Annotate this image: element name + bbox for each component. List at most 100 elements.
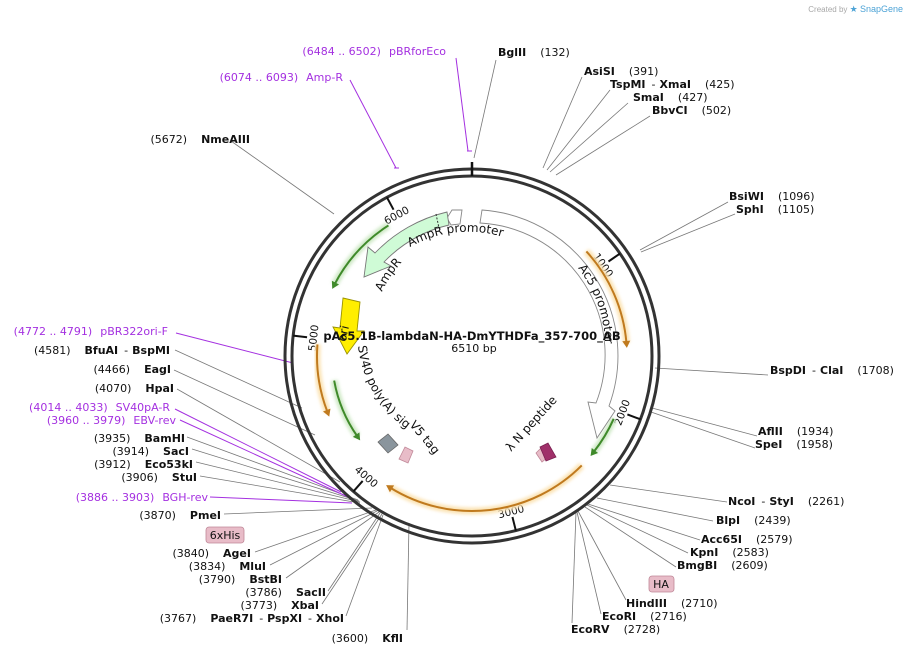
enzyme-xhoi[interactable]: XhoI bbox=[316, 612, 344, 625]
svg-text:(3912)Eco53kI: (3912)Eco53kI bbox=[94, 458, 193, 471]
enzyme-xmai[interactable]: XmaI bbox=[660, 78, 691, 91]
enzyme-sacii[interactable]: SacII bbox=[296, 586, 326, 599]
primer-bgh-rev[interactable]: (3886 .. 3903)BGH-rev bbox=[76, 491, 209, 504]
enzyme-aflii[interactable]: AflII bbox=[758, 425, 783, 438]
orf-lower bbox=[386, 462, 585, 515]
enzyme-kpni[interactable]: KpnI bbox=[690, 546, 718, 559]
enzyme-eagi[interactable]: EagI bbox=[144, 363, 171, 376]
enzyme-nmeaiii[interactable]: NmeAIII bbox=[201, 133, 250, 146]
primer-sv40pa-r[interactable]: (4014 .. 4033)SV40pA-R bbox=[29, 401, 170, 414]
ha-tag-badge[interactable]: HA bbox=[648, 575, 675, 593]
svg-text:(3906)StuI: (3906)StuI bbox=[121, 471, 197, 484]
enzyme-spei[interactable]: SpeI bbox=[755, 438, 782, 451]
green-top bbox=[331, 222, 391, 289]
ruler-tick bbox=[607, 252, 621, 263]
svg-text:(3870)PmeI: (3870)PmeI bbox=[139, 509, 221, 522]
ruler-tick bbox=[511, 516, 517, 531]
svg-text:SpeI(1958): SpeI(1958) bbox=[755, 438, 833, 451]
svg-text:(3600)KflI: (3600)KflI bbox=[332, 632, 403, 645]
snapgene-name: SnapGene bbox=[859, 4, 903, 14]
orf-lower-line bbox=[389, 464, 583, 512]
green-right-arrowhead bbox=[590, 448, 599, 456]
enzyme-pspxi[interactable]: PspXI bbox=[267, 612, 302, 625]
enzyme-ncoi[interactable]: NcoI bbox=[728, 495, 755, 508]
enzyme-bsiwi[interactable]: BsiWI bbox=[729, 190, 764, 203]
enzyme-sphi[interactable]: SphI bbox=[736, 203, 764, 216]
enzyme-kfli[interactable]: KflI bbox=[382, 632, 403, 645]
enzyme-hindiii[interactable]: HindIII bbox=[626, 597, 667, 610]
svg-text:(3790)BstBI: (3790)BstBI bbox=[199, 573, 282, 586]
svg-text:BspDI-ClaI(1708): BspDI-ClaI(1708) bbox=[770, 364, 894, 377]
svg-text:(3935)BamHI: (3935)BamHI bbox=[94, 432, 185, 445]
orf-left-arrowhead bbox=[322, 408, 331, 417]
enzyme-labels: BglII(132) AsiSI(391) TspMI-XmaI(425) Sm… bbox=[34, 46, 894, 645]
svg-text:BmgBI(2609): BmgBI(2609) bbox=[677, 559, 768, 572]
svg-text:BsiWI(1096): BsiWI(1096) bbox=[729, 190, 815, 203]
green-left-halo bbox=[330, 379, 361, 439]
lambda-n-box bbox=[539, 442, 557, 462]
ruler-tick bbox=[386, 196, 395, 211]
enzyme-pmei[interactable]: PmeI bbox=[190, 509, 221, 522]
enzyme-bspmi[interactable]: BspMI bbox=[132, 344, 170, 357]
orf-left bbox=[313, 344, 331, 417]
enzyme-tspmi[interactable]: TspMI bbox=[610, 78, 646, 91]
orf-right bbox=[583, 249, 631, 348]
enzyme-bfuai[interactable]: BfuAI bbox=[85, 344, 119, 357]
enzyme-bglii[interactable]: BglII bbox=[498, 46, 526, 59]
enzyme-mlui[interactable]: MluI bbox=[239, 560, 266, 573]
enzyme-asisi[interactable]: AsiSI bbox=[584, 65, 615, 78]
enzyme-agei[interactable]: AgeI bbox=[223, 547, 251, 560]
enzyme-ecori[interactable]: EcoRI bbox=[602, 610, 636, 623]
enzyme-hpai[interactable]: HpaI bbox=[145, 382, 174, 395]
enzyme-bspdi[interactable]: BspDI bbox=[770, 364, 806, 377]
enzyme-eco53ki[interactable]: Eco53kI bbox=[145, 458, 193, 471]
svg-text:EcoRV(2728): EcoRV(2728) bbox=[571, 623, 660, 636]
enzyme-bamhi[interactable]: BamHI bbox=[144, 432, 185, 445]
svg-text:TspMI-XmaI(425): TspMI-XmaI(425) bbox=[610, 78, 735, 91]
ruler-tick bbox=[627, 413, 641, 421]
ruler-tick bbox=[293, 334, 308, 339]
enzyme-bmgbi[interactable]: BmgBI bbox=[677, 559, 717, 572]
enzyme-paer7i[interactable]: PaeR7I bbox=[210, 612, 253, 625]
enzyme-blpi[interactable]: BlpI bbox=[716, 514, 740, 527]
enzyme-bbvci[interactable]: BbvCI bbox=[652, 104, 688, 117]
enzyme-acc65i[interactable]: Acc65I bbox=[701, 533, 742, 546]
ampr-arrow bbox=[363, 211, 450, 278]
primer-pbr322ori-f[interactable]: (4772 .. 4791)pBR322ori-F bbox=[14, 325, 168, 338]
ac5-promoter-arrow bbox=[479, 209, 619, 440]
green-right bbox=[590, 417, 617, 456]
snapgene-logo-icon: ★ bbox=[849, 4, 858, 14]
snapgene-credit: Created by ★ SnapGene bbox=[808, 4, 903, 15]
sv40-box bbox=[377, 433, 399, 454]
enzyme-ecorv[interactable]: EcoRV bbox=[571, 623, 610, 636]
his-tag-label: 6xHis bbox=[210, 529, 241, 542]
v5-tag-box bbox=[398, 446, 414, 464]
svg-text:(3773)XbaI: (3773)XbaI bbox=[241, 599, 319, 612]
primer-amp-r[interactable]: (6074 .. 6093)Amp-R bbox=[220, 71, 344, 84]
green-top-line bbox=[333, 224, 389, 285]
orf-right-line bbox=[585, 250, 628, 344]
enzyme-xbai[interactable]: XbaI bbox=[291, 599, 319, 612]
svg-text:(3767)PaeR7I-PspXI-XhoI: (3767)PaeR7I-PspXI-XhoI bbox=[160, 612, 344, 625]
svg-text:(3786)SacII: (3786)SacII bbox=[245, 586, 326, 599]
plasmid-name: pAc5.1B-lambdaN-HA-DmYTHDFa_357-700_AB bbox=[323, 329, 620, 344]
enzyme-stui[interactable]: StuI bbox=[172, 471, 197, 484]
svg-text:(3840)AgeI: (3840)AgeI bbox=[172, 547, 251, 560]
orf-left-line bbox=[316, 344, 329, 413]
primer-pbrforeco[interactable]: (6484 .. 6502)pBRforEco bbox=[302, 45, 446, 58]
svg-text:BglII(132): BglII(132) bbox=[498, 46, 570, 59]
enzyme-saci[interactable]: SacI bbox=[163, 445, 189, 458]
svg-text:(3914)SacI: (3914)SacI bbox=[112, 445, 189, 458]
svg-text:(4466)EagI: (4466)EagI bbox=[94, 363, 171, 376]
his-tag-badge[interactable]: 6xHis bbox=[205, 526, 245, 544]
primer-leader-lines bbox=[174, 57, 472, 504]
enzyme-styi[interactable]: StyI bbox=[769, 495, 793, 508]
enzyme-bstbi[interactable]: BstBI bbox=[249, 573, 282, 586]
enzyme-smai[interactable]: SmaI bbox=[633, 91, 664, 104]
primer-ebv-rev[interactable]: (3960 .. 3979)EBV-rev bbox=[47, 414, 177, 427]
enzyme-clai[interactable]: ClaI bbox=[820, 364, 843, 377]
orf-lower-arrowhead bbox=[386, 485, 395, 493]
created-by-text: Created by bbox=[808, 5, 848, 14]
lambda-n-label: λ N peptide bbox=[503, 393, 560, 454]
